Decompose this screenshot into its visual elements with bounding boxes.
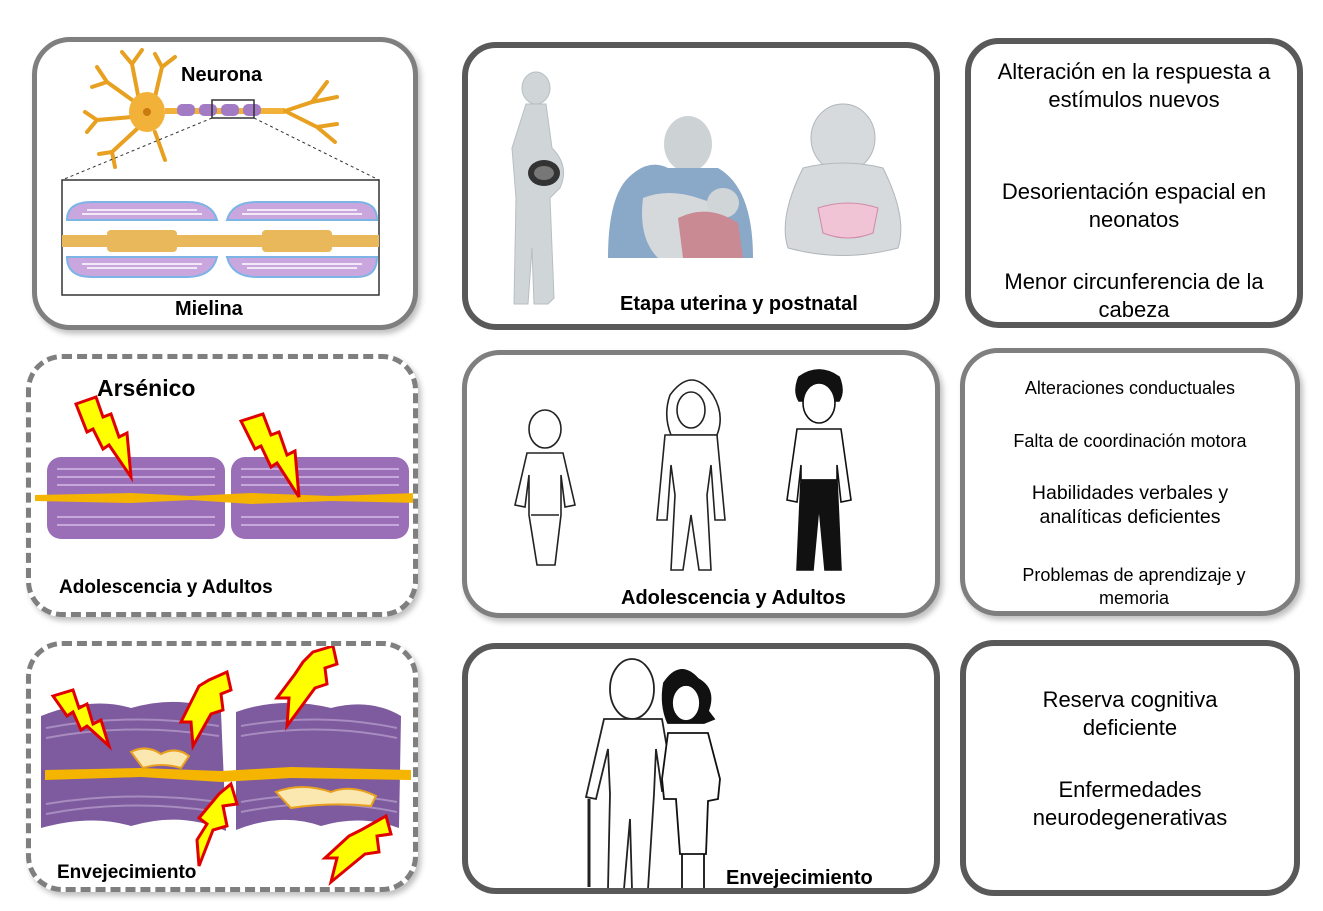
axon-terminal [283, 80, 339, 144]
damaged-myelin-illustration [35, 395, 413, 539]
neuron-illustration [61, 48, 380, 296]
pregnant-woman-figure [511, 71, 565, 305]
neuron-panel: Neurona Mielina [32, 37, 418, 330]
lightning-bolt-icon [74, 395, 301, 498]
people-illustration [514, 369, 852, 571]
aging-effects-panel: Reserva cognitiva deficiente Enfermedade… [960, 640, 1300, 896]
neuron-label: Neurona [181, 64, 263, 86]
effect-early-3: Menor circunferencia de la cabeza [1004, 269, 1264, 322]
effect-adult-3: Habilidades verbales y analíticas defici… [1031, 482, 1229, 529]
degraded-myelin-illustration [41, 646, 411, 887]
adolescence-label-middle: Adolescencia y Adultos [621, 587, 846, 609]
effect-aging-2: Enfermedades neurodegenerativas [1032, 777, 1228, 830]
woman-figure [656, 379, 726, 571]
breastfeeding-figure [608, 116, 753, 258]
uterine-panel: Etapa uterina y postnatal [462, 42, 940, 330]
adult-effects-panel: Alteraciones conductuales Falta de coord… [960, 348, 1300, 616]
adults-panel: Adolescencia y Adultos [462, 350, 940, 618]
aging-label-left: Envejecimiento [57, 862, 197, 883]
effect-early-2: Desorientación espacial en neonatos [1001, 179, 1267, 232]
arsenic-panel: Arsénico Adolescencia y Adultos [26, 354, 418, 617]
axon [45, 767, 411, 782]
myelin-label: Mielina [175, 298, 243, 320]
baby-figure [784, 103, 902, 256]
uterine-label: Etapa uterina y postnatal [620, 293, 858, 315]
elderly-woman-figure [661, 669, 721, 888]
lightning-bolt-icon [50, 646, 393, 887]
man-figure [786, 369, 852, 571]
adolescence-label-left: Adolescencia y Adultos [59, 577, 273, 598]
uterine-illustration [511, 71, 902, 305]
aging-label-middle: Envejecimiento [726, 867, 873, 889]
effect-early-1: Alteración en la respuesta a estímulos n… [997, 59, 1271, 112]
effect-adult-4: Problemas de aprendizaje y memoria [1022, 565, 1246, 608]
zoom-box [211, 99, 255, 119]
boy-figure [514, 409, 576, 566]
effect-adult-1: Alteraciones conductuales [1024, 378, 1236, 398]
elderly-illustration [584, 658, 721, 888]
early-effects-panel: Alteración en la respuesta a estímulos n… [965, 38, 1303, 328]
aging-myelin-panel: Envejecimiento [26, 641, 418, 892]
effect-aging-1: Reserva cognitiva deficiente [1042, 687, 1218, 740]
elderly-panel: Envejecimiento [462, 643, 940, 894]
effect-adult-2: Falta de coordinación motora [1013, 431, 1247, 451]
myelin-sheath [65, 201, 379, 278]
elderly-man-figure [584, 658, 676, 888]
degraded-patches [129, 747, 378, 810]
arsenic-label: Arsénico [97, 375, 196, 401]
axon [35, 493, 413, 504]
neuron-cell-body [83, 48, 177, 169]
